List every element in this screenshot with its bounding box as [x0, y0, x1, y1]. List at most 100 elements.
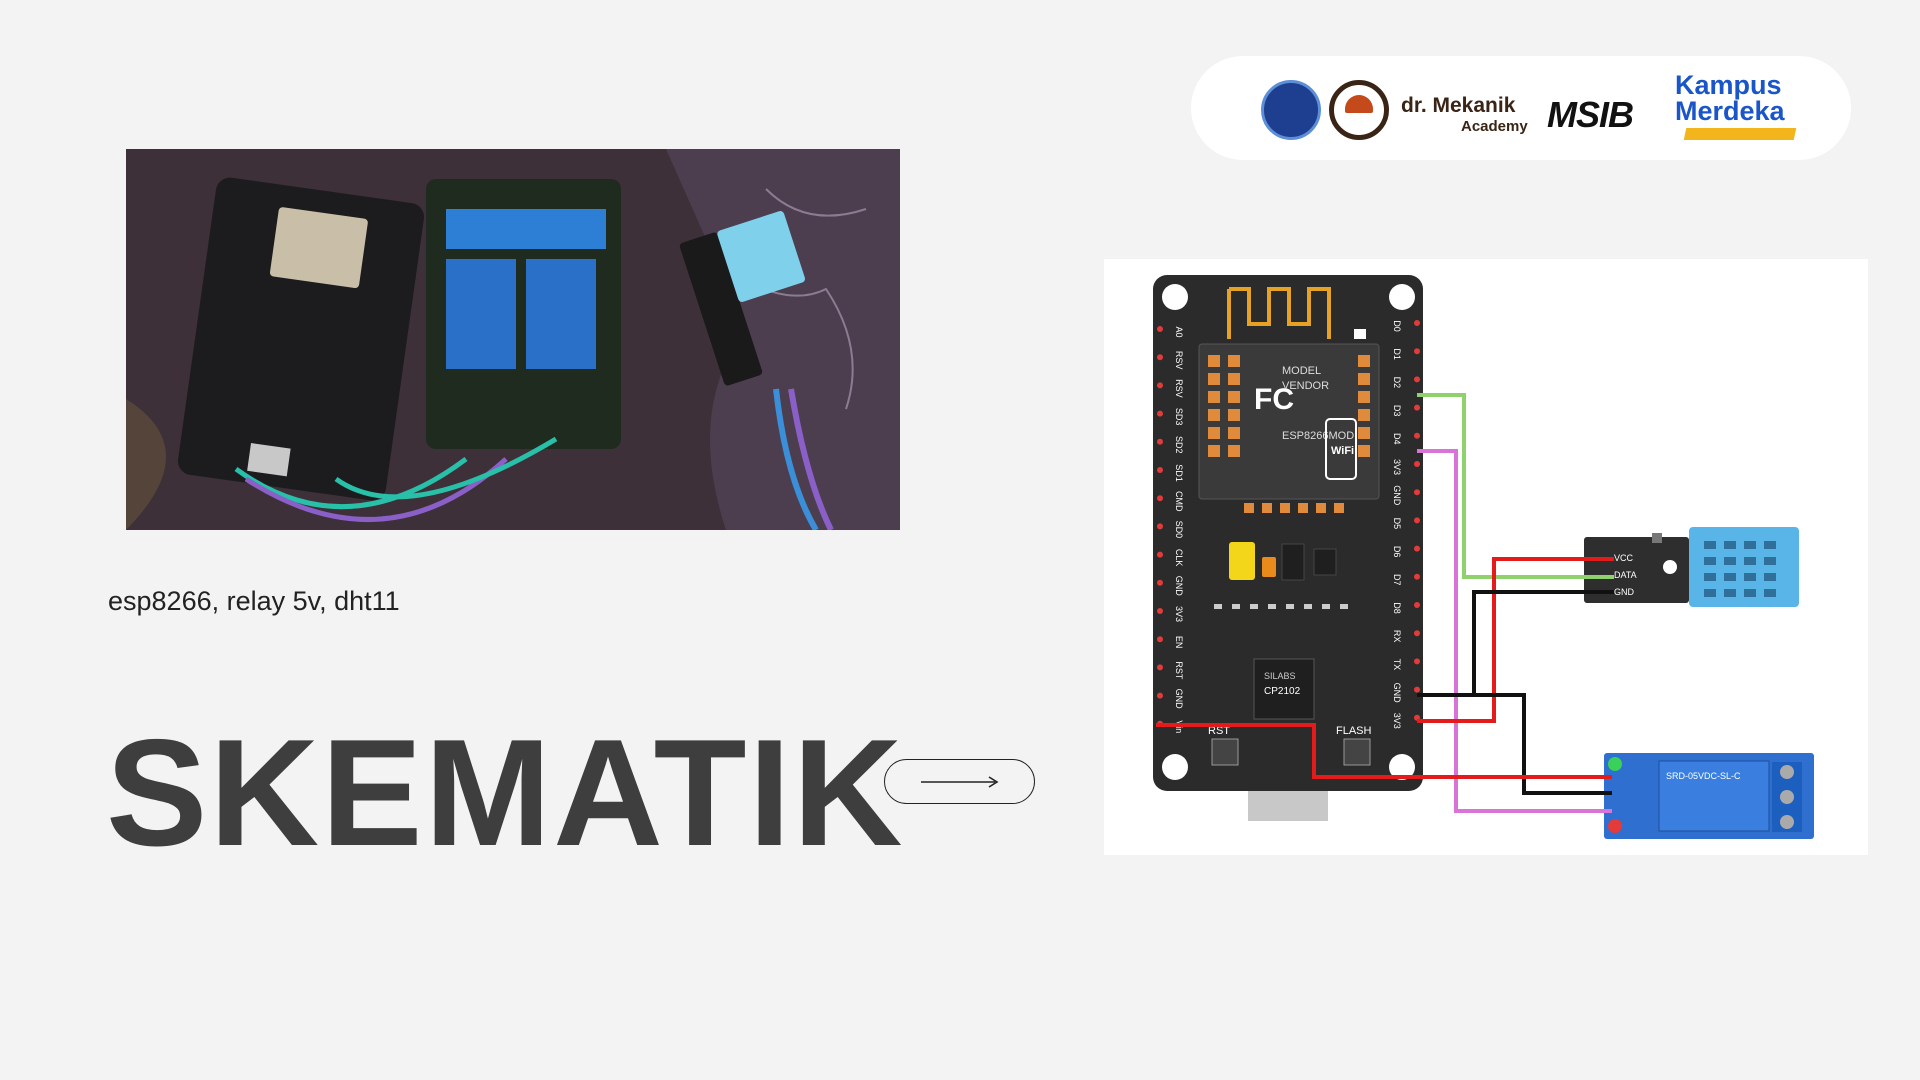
wifi-mark: WiFi	[1331, 445, 1354, 457]
esp-right-pin-label: D3	[1392, 405, 1402, 417]
dht-pin-label: DATA	[1614, 570, 1637, 580]
esp-right-pin-dot	[1414, 686, 1420, 693]
silabs-label: SILABS	[1264, 671, 1296, 681]
esp-left-pin-label: RST	[1174, 661, 1184, 680]
wire-red-relay-vcc	[1156, 723, 1612, 779]
fc-mark: FC	[1254, 383, 1294, 416]
esp-right-pin-dot	[1414, 658, 1420, 665]
esp-left-pin-dot	[1157, 495, 1163, 502]
esp-left-pin-dot	[1157, 438, 1163, 445]
esp-left-pin-label: RSV	[1174, 379, 1184, 398]
module-name-label: ESP8266MOD	[1282, 430, 1354, 442]
esp-right-pin-dot	[1414, 376, 1420, 383]
dht11-sensor-module	[1584, 527, 1799, 607]
next-arrow-button[interactable]	[884, 759, 1035, 804]
esp-left-pin-dot	[1157, 410, 1163, 417]
kampus-merdeka-logo: Kampus Merdeka	[1675, 70, 1785, 126]
arrow-right-icon	[921, 776, 999, 788]
esp-right-pin-label: D7	[1392, 574, 1402, 586]
relay-model-label: SRD-05VDC-SL-C	[1666, 771, 1741, 781]
wire-black-relay-gnd	[1417, 693, 1612, 795]
esp-left-pin-dot	[1157, 664, 1163, 671]
esp-left-pin-label: A0	[1174, 326, 1184, 337]
dr-mekanik-logo-text: dr. Mekanik	[1401, 94, 1516, 117]
page-title: SKEMATIK	[106, 708, 905, 878]
tut-wuri-handayani-logo	[1261, 80, 1321, 140]
esp-right-pin-dot	[1414, 489, 1420, 496]
esp-right-pin-label: RX	[1392, 630, 1402, 643]
wire-pink-relay-in	[1417, 449, 1612, 813]
dht-pin-label: VCC	[1614, 553, 1634, 563]
esp-left-pin-dot	[1157, 636, 1163, 643]
partner-logos-banner: dr. Mekanik Academy MSIB Kampus Merdeka	[1191, 56, 1851, 160]
esp-right-pin-dot	[1414, 545, 1420, 552]
esp-right-pin-label: D8	[1392, 602, 1402, 614]
msib-logo: MSIB	[1547, 94, 1634, 135]
esp-right-pin-dot	[1414, 573, 1420, 580]
cp2102-chip-label: CP2102	[1264, 686, 1301, 697]
module-model-label: MODEL	[1282, 365, 1321, 377]
esp-right-pin-label: D4	[1392, 433, 1402, 445]
relay-module: SRD-05VDC-SL-C	[1604, 753, 1814, 839]
esp-left-pin-dot	[1157, 382, 1163, 389]
esp-left-pin-dot	[1157, 551, 1163, 558]
esp-left-pin-label: CLK	[1174, 549, 1184, 567]
photo-dht-sensor	[679, 211, 805, 386]
esp-right-pin-label: D0	[1392, 320, 1402, 332]
wire-red-dht-vcc	[1417, 557, 1614, 723]
esp-right-pin-dot	[1414, 348, 1420, 355]
module-vendor-label: VENDOR	[1282, 380, 1329, 392]
esp8266-board: FC MODEL VENDOR ESP8266MOD WiFi	[1153, 275, 1423, 821]
esp-right-pin-dot	[1414, 461, 1420, 467]
esp-right-pin-dot	[1414, 517, 1420, 524]
esp-right-pin-dot	[1414, 432, 1420, 439]
esp-left-pin-label: SD3	[1174, 408, 1184, 426]
wiring-schematic-diagram: FC MODEL VENDOR ESP8266MOD WiFi	[1153, 275, 1814, 839]
esp-left-pin-label: SD1	[1174, 464, 1184, 482]
wire-black-dht-gnd	[1417, 590, 1614, 697]
photo-relay-module	[426, 179, 621, 449]
esp-left-pin-label: SD0	[1174, 521, 1184, 539]
esp-right-pin-dot	[1414, 630, 1420, 637]
kampus-logo-line1: Kampus	[1675, 70, 1782, 100]
hardware-photo	[126, 149, 900, 530]
esp-left-pin-label: GND	[1174, 689, 1184, 710]
esp-right-pin-dot	[1414, 404, 1420, 411]
esp-left-pin-dot	[1157, 523, 1163, 530]
esp-left-pin-dot	[1157, 579, 1163, 586]
esp-left-pin-dot	[1157, 692, 1163, 699]
esp-right-pin-dot	[1414, 602, 1420, 608]
dht-pin-label: GND	[1614, 587, 1635, 597]
esp-left-pin-label: GND	[1174, 576, 1184, 597]
wiring-schematic: FC MODEL VENDOR ESP8266MOD WiFi	[1104, 259, 1868, 855]
rst-button-label: RST	[1208, 725, 1230, 737]
esp-left-pin-dot	[1157, 608, 1163, 614]
kampus-logo-line2: Merdeka	[1675, 96, 1785, 126]
esp-left-pin-dot	[1157, 326, 1163, 332]
esp-left-pin-label: SD2	[1174, 436, 1184, 454]
esp-left-pin-dot	[1157, 354, 1163, 361]
esp-right-pin-label: D6	[1392, 546, 1402, 558]
esp-left-pin-label: CMD	[1174, 491, 1184, 512]
esp-right-pin-label: D2	[1392, 377, 1402, 389]
esp-right-pin-dot	[1414, 320, 1420, 326]
esp-left-pin-dot	[1157, 467, 1163, 473]
flash-button-label: FLASH	[1336, 725, 1372, 737]
esp-right-pin-label: 3V3	[1392, 459, 1402, 475]
dht11-pin-labels: VCC DATA GND	[1614, 553, 1637, 597]
esp-left-pin-label: RSV	[1174, 351, 1184, 370]
components-caption: esp8266, relay 5v, dht11	[108, 586, 400, 616]
esp-right-pin-label: TX	[1392, 659, 1402, 671]
esp-right-pin-label: GND	[1392, 485, 1402, 506]
photo-esp-board	[177, 177, 425, 501]
esp-left-pin-label: 3V3	[1174, 606, 1184, 622]
esp-right-pin-label: 3V3	[1392, 713, 1402, 729]
esp-right-pin-label: D1	[1392, 348, 1402, 360]
wires	[1156, 393, 1614, 813]
hardware-photo-illustration	[126, 149, 900, 530]
esp-right-pin-label: GND	[1392, 683, 1402, 704]
esp-left-pin-label: EN	[1174, 636, 1184, 649]
dr-mekanik-helmet-logo	[1329, 80, 1389, 140]
